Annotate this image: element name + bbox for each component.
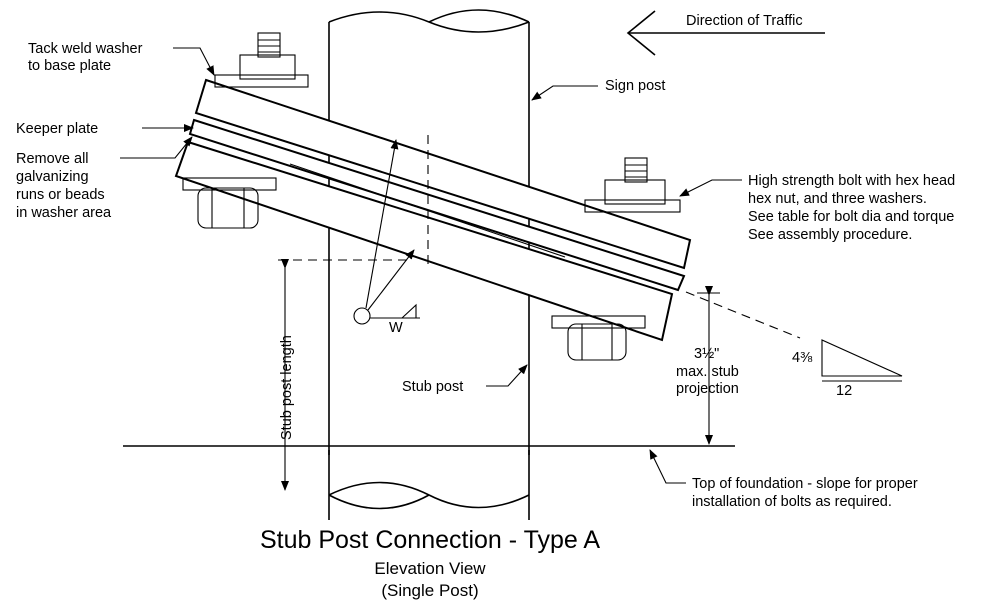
direction-of-traffic-label: Direction of Traffic [686, 13, 803, 29]
diagram-title: Stub Post Connection - Type A [260, 526, 600, 554]
stub-post-label: Stub post [402, 379, 463, 395]
bolt-note-line2: hex nut, and three washers. [748, 191, 927, 207]
diagram-subtitle-post: (Single Post) [381, 581, 478, 600]
tack-weld-label-line1: Tack weld washer [28, 41, 143, 57]
bolt-note-line4: See assembly procedure. [748, 227, 912, 243]
weld-symbol-label: W [389, 320, 403, 336]
plate-projection-line [685, 291, 801, 339]
base-plates [174, 78, 692, 342]
bolt-note-line1: High strength bolt with hex head [748, 173, 955, 189]
slope-rise-label: 4⅜ [792, 350, 813, 366]
remove-galvanizing-line2: galvanizing [16, 169, 89, 185]
diagram-subtitle-view: Elevation View [374, 559, 486, 578]
bolt-note-line3: See table for bolt dia and torque [748, 209, 954, 225]
leader-lines [120, 47, 742, 484]
right-bolt-assembly [551, 157, 681, 361]
weld-symbol [353, 139, 420, 325]
remove-galvanizing-line1: Remove all [16, 151, 89, 167]
foundation-note-line2: installation of bolts as required. [692, 494, 892, 510]
remove-galvanizing-line3: runs or beads [16, 187, 105, 203]
projection-label-line2: projection [676, 381, 739, 397]
traffic-direction-arrow [626, 10, 825, 56]
left-bolt-assembly [182, 32, 309, 229]
stub-post-length-label: Stub post length [279, 335, 295, 440]
slope-triangle [821, 339, 903, 377]
remove-galvanizing-line4: in washer area [16, 205, 112, 221]
keeper-plate-label: Keeper plate [16, 121, 98, 137]
post [328, 9, 530, 520]
tack-weld-label-line2: to base plate [28, 58, 111, 74]
projection-label-line1: max. stub [676, 364, 739, 380]
sign-post-label: Sign post [605, 78, 665, 94]
slope-run-label: 12 [836, 383, 852, 399]
foundation-note-line1: Top of foundation - slope for proper [692, 476, 918, 492]
projection-value: 3½" [694, 346, 719, 362]
